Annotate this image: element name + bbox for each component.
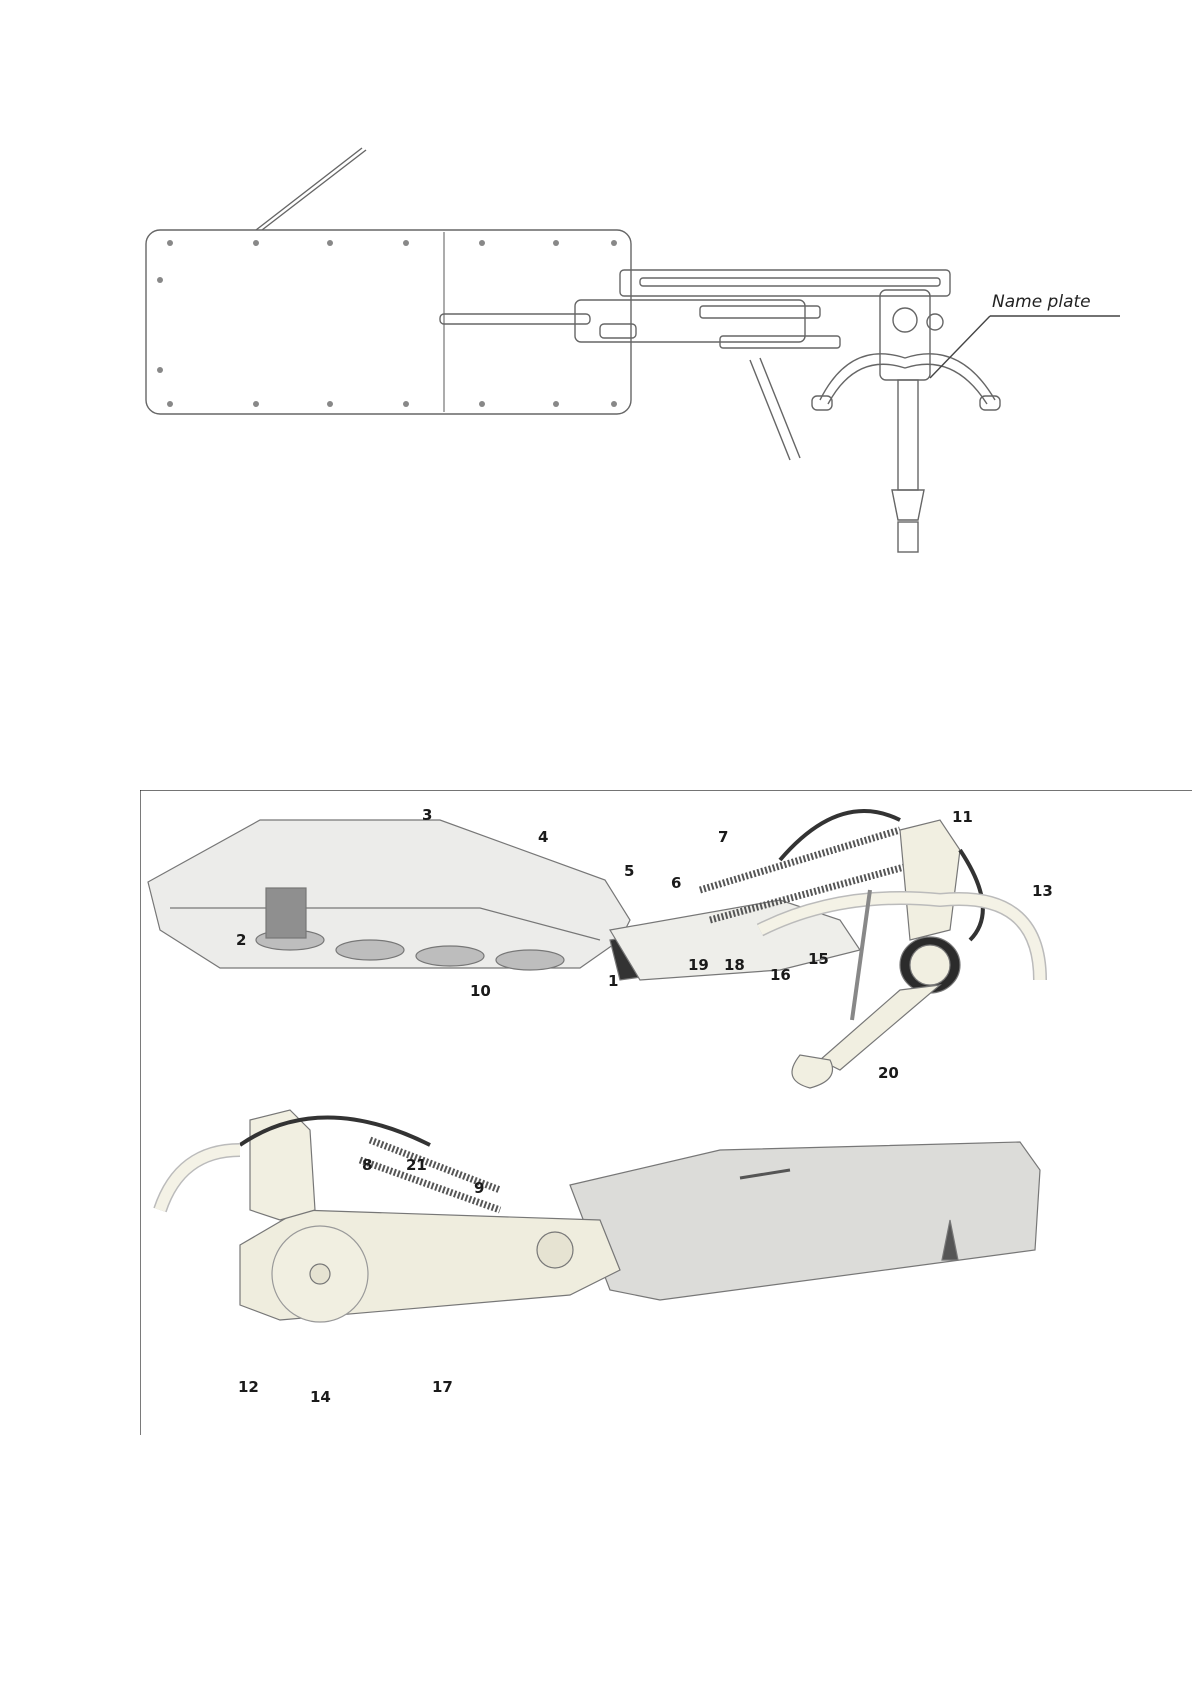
part-label-5: 5 [624, 862, 634, 880]
part-label-7: 7 [718, 828, 728, 846]
part-label-1: 1 [608, 972, 618, 990]
part-label-15: 15 [808, 950, 829, 968]
parts-illustration-svg: 1 2 3 4 5 6 7 8 9 10 11 12 13 14 15 16 1… [140, 790, 1192, 1435]
part-label-21: 21 [406, 1156, 427, 1174]
part-label-16: 16 [770, 966, 791, 984]
part-label-4: 4 [538, 828, 548, 846]
part-label-8: 8 [362, 1156, 372, 1174]
part-label-19: 19 [688, 956, 709, 974]
part-label-17: 17 [432, 1378, 453, 1396]
deflector-rod [256, 148, 362, 230]
cutter-deck-outline [146, 230, 631, 414]
part-label-11: 11 [952, 808, 973, 826]
part-label-12: 12 [238, 1378, 259, 1396]
top-view-svg: Name plate [0, 0, 1192, 580]
parts-illustration: 1 2 3 4 5 6 7 8 9 10 11 12 13 14 15 16 1… [140, 790, 1192, 1435]
top-view-drawing: Name plate [0, 0, 1192, 580]
part-label-18: 18 [724, 956, 745, 974]
part-label-14: 14 [310, 1388, 331, 1406]
cutter-deck-lower [570, 1142, 1040, 1300]
part-label-3: 3 [422, 806, 432, 824]
part-label-10: 10 [470, 982, 491, 1000]
part-label-20: 20 [878, 1064, 899, 1082]
name-plate-label: Name plate [992, 292, 1091, 312]
part-label-6: 6 [671, 874, 681, 892]
part-label-13: 13 [1032, 882, 1053, 900]
part-label-9: 9 [474, 1179, 484, 1197]
part-label-2: 2 [236, 931, 246, 949]
